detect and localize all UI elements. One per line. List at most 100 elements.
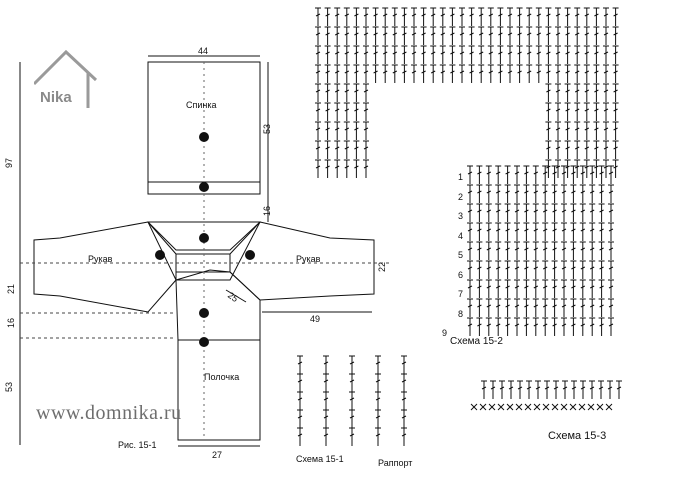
- stitch-mark: [535, 7, 543, 27]
- stitch-mark: [400, 391, 408, 411]
- stitch-mark: [324, 102, 332, 122]
- stitch-mark: [480, 380, 488, 400]
- stitch-mark: [564, 7, 572, 27]
- stitch-mark: [554, 159, 562, 179]
- stitch-mark: [541, 203, 549, 223]
- stitch-mark: [573, 7, 581, 27]
- stitch-mark: [544, 83, 552, 103]
- stitch-mark: [362, 7, 370, 27]
- stitch-mark: [477, 64, 485, 84]
- stitch-mark: [522, 222, 530, 242]
- scheme-15-1-label: Схема 15-1: [296, 454, 344, 464]
- stitch-mark: [544, 140, 552, 160]
- rapport-label: Раппорт: [378, 458, 413, 468]
- stitch-mark: [324, 26, 332, 46]
- stitch-mark: [314, 159, 322, 179]
- stitch-mark: [466, 279, 474, 299]
- stitch-mark: [506, 7, 514, 27]
- label-sleeve-right: Рукав: [296, 254, 321, 264]
- stitch-mark: [588, 241, 596, 261]
- stitch-mark: [458, 64, 466, 84]
- stitch-mark: [607, 241, 615, 261]
- stitch-mark: [468, 7, 476, 27]
- stitch-mark: [466, 317, 474, 337]
- stitch-mark: [322, 427, 330, 447]
- stitch-mark: [352, 140, 360, 160]
- stitch-mark: [607, 317, 615, 337]
- stitch-mark: [564, 140, 572, 160]
- logo-text: Nika: [40, 89, 72, 106]
- stitch-mark: [532, 317, 540, 337]
- stitch-mark: [532, 241, 540, 261]
- stitch-mark: [477, 45, 485, 65]
- stitch-mark: [516, 7, 524, 27]
- stitch-mark: [352, 121, 360, 141]
- stitch-mark: [343, 159, 351, 179]
- stitch-mark: [551, 165, 559, 185]
- stitch-mark: [551, 279, 559, 299]
- stitch-mark: [362, 102, 370, 122]
- stitch-mark: [583, 159, 591, 179]
- stitch-mark: [448, 26, 456, 46]
- stitch-mark: [588, 260, 596, 280]
- stitch-mark: [525, 64, 533, 84]
- stitch-mark: [513, 260, 521, 280]
- single-crochet-mark: [542, 403, 550, 411]
- stitch-mark: [551, 298, 559, 318]
- stitch-mark: [569, 279, 577, 299]
- stitch-mark: [448, 64, 456, 84]
- stitch-mark: [516, 45, 524, 65]
- stitch-mark: [541, 241, 549, 261]
- stitch-mark: [374, 391, 382, 411]
- stitch-mark: [564, 45, 572, 65]
- stitch-mark: [400, 355, 408, 375]
- stitch-mark: [296, 355, 304, 375]
- stitch-mark: [560, 203, 568, 223]
- stitch-mark: [554, 140, 562, 160]
- stitch-mark: [607, 222, 615, 242]
- stitch-mark: [475, 279, 483, 299]
- stitch-mark: [458, 7, 466, 27]
- stitch-mark: [324, 7, 332, 27]
- stitch-mark: [579, 260, 587, 280]
- single-crochet-mark: [596, 403, 604, 411]
- stitch-mark: [588, 317, 596, 337]
- stitch-mark: [543, 380, 551, 400]
- stitch-mark: [494, 203, 502, 223]
- stitch-mark: [466, 260, 474, 280]
- row-number: 9: [442, 328, 448, 338]
- stitch-mark: [554, 121, 562, 141]
- stitch-mark: [535, 64, 543, 84]
- stitch-mark: [498, 380, 506, 400]
- stitch-mark: [544, 102, 552, 122]
- stitch-mark: [592, 140, 600, 160]
- stitch-mark: [391, 7, 399, 27]
- stitch-mark: [296, 427, 304, 447]
- stitch-mark: [522, 298, 530, 318]
- stitch-mark: [564, 159, 572, 179]
- stitch-mark: [598, 184, 606, 204]
- stitch-mark: [324, 121, 332, 141]
- stitch-mark: [516, 64, 524, 84]
- stitch-mark: [564, 64, 572, 84]
- stitch-mark: [496, 45, 504, 65]
- sleeve-right: [229, 221, 375, 301]
- stitch-mark: [485, 298, 493, 318]
- stitch-mark: [554, 26, 562, 46]
- stitch-mark: [400, 373, 408, 393]
- row-number: 2: [458, 191, 464, 202]
- stitch-mark: [560, 184, 568, 204]
- stitch-mark: [487, 26, 495, 46]
- stitch-mark: [544, 121, 552, 141]
- stitch-mark: [475, 222, 483, 242]
- stitch-mark: [513, 279, 521, 299]
- stitch-mark: [296, 391, 304, 411]
- row-number: 4: [458, 230, 464, 241]
- stitch-mark: [372, 45, 380, 65]
- stitch-mark: [541, 298, 549, 318]
- dim-top-width: 44: [198, 46, 209, 56]
- stitch-mark: [506, 45, 514, 65]
- stitch-mark: [362, 121, 370, 141]
- dim-sleeve-len: 49: [310, 314, 321, 324]
- stitch-mark: [554, 7, 562, 27]
